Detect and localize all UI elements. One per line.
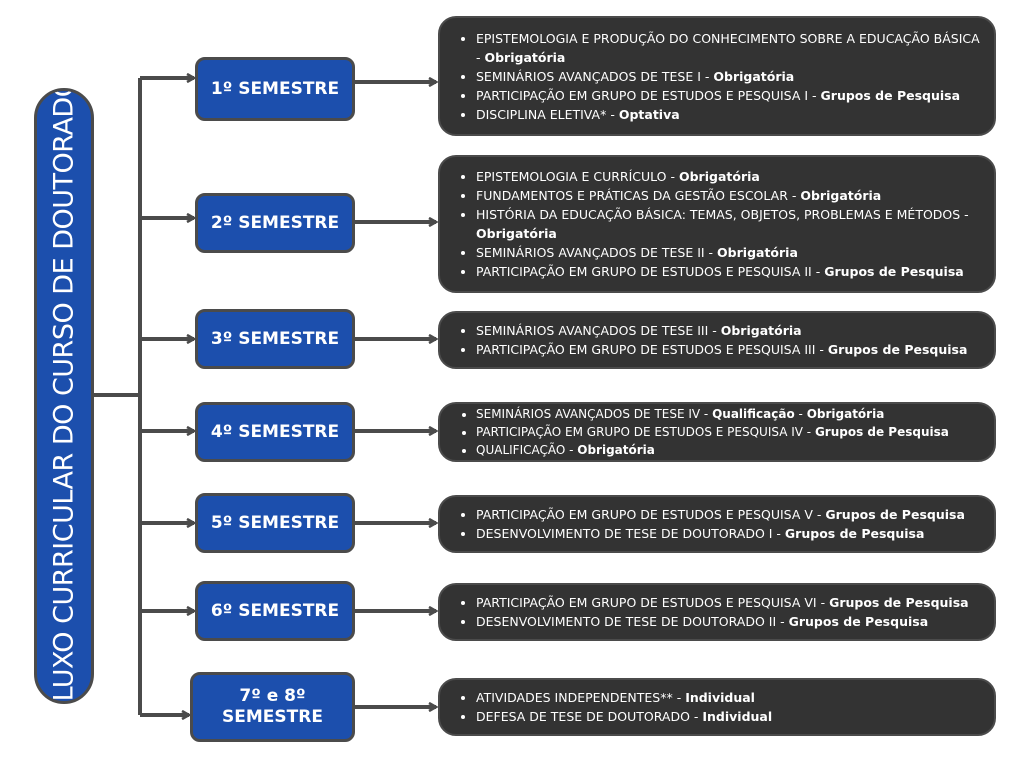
course-item: PARTICIPAÇÃO EM GRUPO DE ESTUDOS E PESQU… (476, 86, 984, 105)
course-item: PARTICIPAÇÃO EM GRUPO DE ESTUDOS E PESQU… (476, 423, 949, 441)
course-item: SEMINÁRIOS AVANÇADOS DE TESE II - Obriga… (476, 243, 984, 262)
semester-3-label: 3º SEMESTRE (210, 328, 340, 349)
course-item: DESENVOLVIMENTO DE TESE DE DOUTORADO II … (476, 612, 969, 631)
course-list: ATIVIDADES INDEPENDENTES** - Individual … (440, 688, 782, 726)
semester-7-8-label-line1: 7º e 8º (239, 686, 306, 706)
semester-1-box: 1º SEMESTRE (195, 57, 355, 121)
course-item: PARTICIPAÇÃO EM GRUPO DE ESTUDOS E PESQU… (476, 340, 967, 359)
courses-semester-6: PARTICIPAÇÃO EM GRUPO DE ESTUDOS E PESQU… (438, 583, 996, 641)
course-item: ATIVIDADES INDEPENDENTES** - Individual (476, 688, 772, 707)
courses-semester-4: SEMINÁRIOS AVANÇADOS DE TESE IV - Qualif… (438, 402, 996, 462)
courses-semester-2: EPISTEMOLOGIA E CURRÍCULO - Obrigatória … (438, 155, 996, 293)
semester-5-box: 5º SEMESTRE (195, 493, 355, 553)
course-item: PARTICIPAÇÃO EM GRUPO DE ESTUDOS E PESQU… (476, 505, 965, 524)
semester-7-8-box: 7º e 8º SEMESTRE (190, 672, 355, 742)
semester-1-label: 1º SEMESTRE (210, 78, 340, 99)
course-list: EPISTEMOLOGIA E CURRÍCULO - Obrigatória … (440, 167, 994, 281)
courses-semester-3: SEMINÁRIOS AVANÇADOS DE TESE III - Obrig… (438, 311, 996, 369)
semester-2-label: 2º SEMESTRE (210, 212, 340, 233)
semester-6-box: 6º SEMESTRE (195, 581, 355, 641)
course-list: PARTICIPAÇÃO EM GRUPO DE ESTUDOS E PESQU… (440, 593, 979, 631)
semester-6-label: 6º SEMESTRE (210, 600, 340, 621)
course-item: EPISTEMOLOGIA E CURRÍCULO - Obrigatória (476, 167, 984, 186)
main-title-box: FLUXO CURRICULAR DO CURSO DE DOUTORADO (34, 88, 94, 704)
courses-semester-5: PARTICIPAÇÃO EM GRUPO DE ESTUDOS E PESQU… (438, 495, 996, 553)
semester-5-label: 5º SEMESTRE (210, 512, 340, 533)
course-list: SEMINÁRIOS AVANÇADOS DE TESE III - Obrig… (440, 321, 977, 359)
semester-3-box: 3º SEMESTRE (195, 309, 355, 369)
course-item: HISTÓRIA DA EDUCAÇÃO BÁSICA: TEMAS, OBJE… (476, 205, 984, 243)
course-item: SEMINÁRIOS AVANÇADOS DE TESE III - Obrig… (476, 321, 967, 340)
course-item: EPISTEMOLOGIA E PRODUÇÃO DO CONHECIMENTO… (476, 29, 984, 67)
course-item: SEMINÁRIOS AVANÇADOS DE TESE IV - Qualif… (476, 405, 949, 423)
course-item: DESENVOLVIMENTO DE TESE DE DOUTORADO I -… (476, 524, 965, 543)
course-list: SEMINÁRIOS AVANÇADOS DE TESE IV - Qualif… (440, 405, 959, 459)
semester-7-8-label-line2: SEMESTRE (222, 707, 323, 727)
course-item: DEFESA DE TESE DE DOUTORADO - Individual (476, 707, 772, 726)
semester-4-label: 4º SEMESTRE (210, 421, 340, 442)
course-item: QUALIFICAÇÃO - Obrigatória (476, 441, 949, 459)
course-item: FUNDAMENTOS E PRÁTICAS DA GESTÃO ESCOLAR… (476, 186, 984, 205)
course-list: EPISTEMOLOGIA E PRODUÇÃO DO CONHECIMENTO… (440, 29, 994, 124)
semester-2-box: 2º SEMESTRE (195, 193, 355, 253)
courses-semester-7-8: ATIVIDADES INDEPENDENTES** - Individual … (438, 678, 996, 736)
course-item: PARTICIPAÇÃO EM GRUPO DE ESTUDOS E PESQU… (476, 593, 969, 612)
main-title: FLUXO CURRICULAR DO CURSO DE DOUTORADO (48, 88, 80, 704)
course-list: PARTICIPAÇÃO EM GRUPO DE ESTUDOS E PESQU… (440, 505, 975, 543)
course-item: DISCIPLINA ELETIVA* - Optativa (476, 105, 984, 124)
courses-semester-1: EPISTEMOLOGIA E PRODUÇÃO DO CONHECIMENTO… (438, 16, 996, 136)
semester-4-box: 4º SEMESTRE (195, 402, 355, 462)
course-item: SEMINÁRIOS AVANÇADOS DE TESE I - Obrigat… (476, 67, 984, 86)
course-item: PARTICIPAÇÃO EM GRUPO DE ESTUDOS E PESQU… (476, 262, 984, 281)
